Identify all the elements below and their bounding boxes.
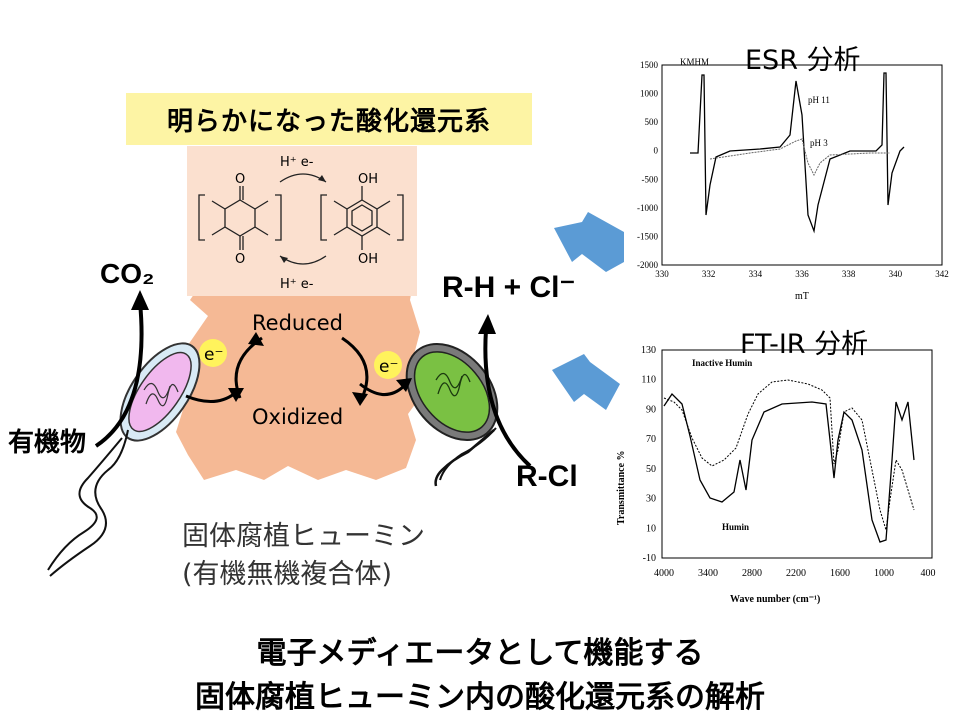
axis-tick-label: 4000 (654, 568, 674, 579)
right-microbe (405, 342, 499, 442)
esr-x-ticks: 330 332 334 336 338 340 342 (655, 269, 949, 279)
esr-title: ESR 分析 (745, 45, 861, 76)
axis-tick-label: 1600 (830, 568, 850, 579)
redox-cycle-right-head (352, 392, 368, 406)
axis-tick-label: 330 (655, 269, 669, 279)
forward-arrowhead (318, 175, 326, 182)
axis-tick-label: 500 (645, 117, 659, 127)
ftir-series-humin: Humin (722, 522, 749, 532)
quinone-o-top: O (235, 172, 245, 187)
co2-arrow (94, 301, 144, 448)
humin-label-line1: 固体腐植ヒューミン (182, 521, 425, 552)
axis-tick-label: 30 (646, 494, 656, 505)
organic-label: 有機物 (8, 428, 87, 458)
axis-tick-label: 1500 (640, 60, 659, 70)
ftir-xlabel: Wave number (cm⁻¹) (730, 594, 820, 605)
axis-tick-label: 2200 (786, 568, 806, 579)
rh-label: R-H + Cl⁻ (442, 271, 576, 304)
left-transfer-arrow (185, 392, 235, 403)
axis-tick-label: 10 (646, 523, 656, 534)
co2-label: CO₂ (100, 258, 155, 289)
quinone-o-bottom: O (235, 252, 245, 267)
axis-tick-label: 338 (842, 269, 856, 279)
humin-body (176, 262, 424, 480)
right-transfer-arrow (359, 382, 406, 396)
axis-tick-label: -1500 (637, 231, 658, 241)
axis-tick-label: 1000 (874, 568, 894, 579)
left-transfer-arrowhead (228, 388, 244, 402)
axis-tick-label: 332 (702, 269, 716, 279)
axis-tick-label: 334 (749, 269, 763, 279)
mechanism-top-label: H⁺ e- (280, 155, 314, 170)
axis-tick-label: -10 (643, 553, 656, 564)
esr-sample-label: KMHM (680, 57, 709, 67)
rcl-to-rh-arrow (483, 329, 532, 468)
co2-arrowhead (131, 290, 149, 310)
bottom-title-line1: 電子メディエータとして機能する (256, 636, 704, 671)
esr-xlabel: mT (795, 291, 809, 302)
electron-left (199, 339, 227, 367)
axis-tick-label: 1000 (640, 89, 659, 99)
ftir-trace-inactive (663, 379, 915, 531)
electron-left-label: e⁻ (204, 345, 223, 365)
axis-tick-label: 70 (646, 434, 656, 445)
esr-trace-ph11 (690, 72, 905, 234)
hydroquinone-oh-top: OH (358, 172, 378, 187)
esr-series-ph3: pH 3 (810, 138, 828, 148)
esr-series-ph11: pH 11 (808, 95, 830, 105)
ftir-chart: 130 110 90 70 50 30 10 -10 4000 3400 2800 2200 1600… (616, 345, 936, 605)
reduced-label: Reduced (252, 311, 343, 335)
ftir-ylabel: Transmittance % (616, 450, 627, 525)
rcl-to-rh-arrowhead (478, 314, 496, 334)
axis-tick-label: 336 (795, 269, 809, 279)
humin-label-line2: (有機無機複合体) (182, 559, 393, 590)
left-flagellum (47, 429, 129, 577)
axis-tick-label: 342 (935, 269, 949, 279)
axis-tick-label: 50 (646, 464, 656, 475)
esr-trace-ph3 (709, 138, 890, 177)
ftir-y-ticks: 130 110 90 70 50 30 10 -10 (641, 345, 656, 564)
mechanism-bottom-label: H⁺ e- (280, 277, 314, 292)
axis-tick-label: -1000 (637, 203, 658, 213)
quinone-structure (198, 186, 282, 250)
axis-tick-label: 3400 (698, 568, 718, 579)
ftir-blue-arrow (552, 354, 620, 410)
esr-blue-arrow (554, 212, 624, 272)
axis-tick-label: 340 (889, 269, 903, 279)
electron-right (374, 351, 402, 379)
ftir-x-ticks: 4000 3400 2800 2200 1600 1000 400 (654, 568, 936, 579)
rcl-label: R-Cl (516, 460, 578, 493)
ftir-title: FT-IR 分析 (740, 329, 869, 360)
redox-cycle-left-head (248, 332, 264, 346)
left-microbe (119, 342, 201, 442)
bottom-title-line2: 固体腐植ヒューミン内の酸化還元系の解析 (195, 680, 765, 715)
hydroquinone-structure (320, 186, 404, 250)
right-flagellum-2 (439, 427, 497, 481)
redox-cycle-right (341, 336, 369, 399)
hydroquinone-oh-bottom: OH (358, 252, 378, 267)
axis-tick-label: 400 (921, 568, 936, 579)
reverse-arrowhead (280, 256, 288, 263)
banner: 明らかになった酸化還元系 (126, 93, 532, 145)
ftir-series-inactive: Inactive Humin (692, 358, 752, 368)
right-transfer-arrowhead (396, 378, 412, 392)
axis-tick-label: 130 (641, 345, 656, 356)
esr-y-ticks: 1500 1000 500 0 -500 -1000 -1500 -2000 (637, 60, 659, 270)
axis-tick-label: 0 (654, 146, 659, 156)
axis-tick-label: 90 (646, 404, 656, 415)
axis-tick-label: 2800 (742, 568, 762, 579)
axis-tick-label: -2000 (637, 260, 658, 270)
electron-right-label: e⁻ (379, 357, 398, 377)
banner-text: 明らかになった酸化還元系 (166, 106, 491, 137)
axis-tick-label: -500 (642, 174, 659, 184)
axis-tick-label: 110 (641, 375, 656, 386)
ftir-trace-humin (663, 392, 915, 543)
oxidized-label: Oxidized (252, 405, 343, 429)
